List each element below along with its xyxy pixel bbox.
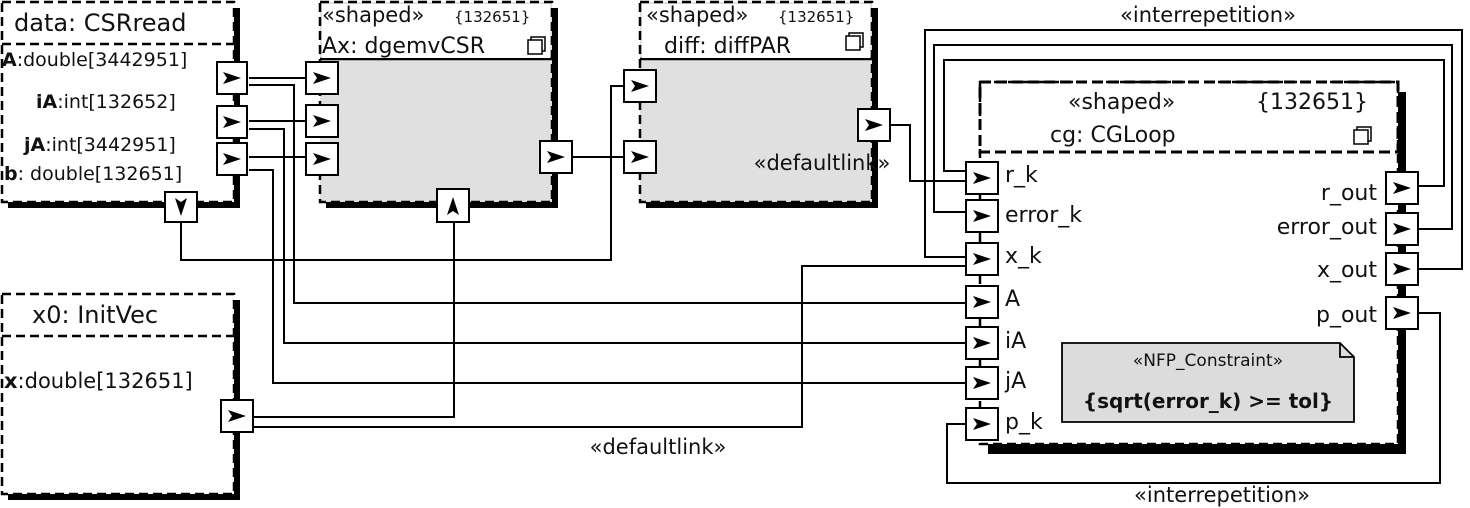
- ax-block[interactable]: «shaped» {132651} Ax: dgemvCSR: [305, 0, 573, 223]
- initvec-param-x: x:double[132651]: [4, 369, 193, 393]
- connector-wires: [180, 29, 1463, 484]
- wire-pout-to-pk: [946, 312, 1441, 484]
- cg-port-errork-label: error_k: [1005, 203, 1082, 228]
- csrread-title: data: CSRread: [14, 9, 187, 37]
- cg-port-pk-label: p_k: [1005, 410, 1043, 435]
- wire-xout-to-xk: [924, 29, 1463, 270]
- cg-port-errork[interactable]: error_k: [965, 199, 1082, 233]
- cg-port-xout-label: x_out: [1317, 258, 1377, 283]
- defaultlink-label-diff: «defaultlink»: [754, 151, 891, 175]
- diff-title: diff: diffPAR: [664, 34, 791, 59]
- diff-shape: {132651}: [778, 8, 854, 26]
- cg-port-xout[interactable]: x_out: [1317, 252, 1419, 286]
- nfp-constraint-stereotype: «NFP_Constraint»: [1133, 351, 1283, 371]
- csrread-param-ia: iA:int[132652]: [36, 91, 176, 113]
- csrread-port-b[interactable]: [164, 191, 198, 223]
- cg-port-ja[interactable]: jA: [965, 366, 1026, 400]
- cg-port-pout-label: p_out: [1316, 303, 1377, 328]
- cg-port-errorout-label: error_out: [1277, 215, 1378, 240]
- cg-port-rk[interactable]: r_k: [965, 161, 1038, 195]
- cg-port-errorout[interactable]: error_out: [1277, 212, 1419, 246]
- wire-rout-to-rk: [943, 59, 1445, 187]
- ax-port-out[interactable]: [539, 140, 573, 174]
- cg-port-a-label: A: [1005, 287, 1020, 312]
- cgloop-stereotype: «shaped»: [1068, 90, 1175, 115]
- cg-port-ia[interactable]: iA: [965, 326, 1026, 360]
- cg-port-xk-label: x_k: [1005, 244, 1042, 269]
- cg-port-ia-label: iA: [1005, 329, 1026, 354]
- csrread-param-ia-type: :int[132652]: [57, 91, 176, 113]
- ax-stereotype: «shaped»: [322, 3, 424, 27]
- diff-stereotype: «shaped»: [646, 3, 748, 27]
- cg-port-pout[interactable]: p_out: [1316, 296, 1419, 330]
- initvec-title: x0: InitVec: [32, 301, 158, 329]
- wire-ia-to-cg: [249, 128, 968, 344]
- multi-instance-icon: [845, 32, 864, 51]
- ax-port-ja[interactable]: [305, 142, 339, 176]
- cgloop-shape: {132651}: [1256, 90, 1368, 115]
- csrread-param-a-name: A: [2, 49, 17, 71]
- diff-port-out[interactable]: [857, 108, 891, 142]
- wire-a-to-cg: [249, 84, 968, 304]
- wire-ja-to-cg: [249, 169, 968, 384]
- initvec-param-x-type: :double[132651]: [18, 369, 193, 393]
- wire-x0-to-cg-xk: [253, 265, 968, 428]
- csrread-param-ja-type: :int[3442951]: [45, 134, 176, 156]
- cg-port-pk[interactable]: p_k: [965, 407, 1043, 441]
- cg-port-a[interactable]: A: [965, 285, 1020, 319]
- csrread-block[interactable]: data: CSRread A:double[3442951] iA:int[1…: [0, 0, 248, 223]
- initvec-param-x-name: x: [4, 369, 18, 393]
- ax-port-ia[interactable]: [305, 104, 339, 138]
- wire-x0-to-ax: [253, 222, 455, 418]
- csrread-port-ja[interactable]: [216, 142, 248, 176]
- csrread-param-ja-name: jA: [23, 134, 46, 156]
- csrread-param-a-type: :double[3442951]: [17, 49, 188, 71]
- csrread-port-a[interactable]: [216, 61, 248, 95]
- csrread-param-b-name: b: [4, 163, 18, 185]
- csrread-param-a: A:double[3442951]: [2, 49, 187, 71]
- initvec-port-x[interactable]: [220, 399, 254, 433]
- diff-block[interactable]: «shaped» {132651} diff: diffPAR: [623, 0, 891, 208]
- nfp-constraint-note: «NFP_Constraint» {sqrt(error_k) >= tol}: [1061, 342, 1355, 423]
- csrread-port-ia[interactable]: [216, 105, 248, 139]
- cg-port-xk[interactable]: x_k: [965, 242, 1042, 276]
- ax-port-x[interactable]: [436, 188, 470, 223]
- ax-port-a[interactable]: [305, 61, 339, 95]
- multi-instance-icon: [1353, 126, 1372, 145]
- csrread-param-b: b: double[132651]: [4, 163, 182, 185]
- initvec-block[interactable]: x0: InitVec x:double[132651]: [0, 292, 254, 500]
- cg-port-rout[interactable]: r_out: [1321, 171, 1419, 206]
- wire-diff-to-cg-rk: [890, 124, 968, 182]
- ax-title: Ax: dgemvCSR: [322, 34, 485, 59]
- cgloop-block[interactable]: «shaped» {132651} cg: CGLoop r_k error_k…: [965, 80, 1419, 454]
- cg-port-rk-label: r_k: [1005, 163, 1038, 188]
- defaultlink-label-bottom: «defaultlink»: [590, 435, 727, 459]
- interrepetition-label-bottom: «interrepetition»: [1134, 483, 1310, 507]
- cg-port-rout-label: r_out: [1321, 181, 1377, 206]
- multi-instance-icon: [527, 36, 546, 55]
- wire-errorout-to-errork: [933, 44, 1453, 230]
- cgloop-title: cg: CGLoop: [1050, 123, 1176, 148]
- diff-port-in-1[interactable]: [623, 69, 657, 103]
- cg-port-ja-label: jA: [1004, 369, 1026, 394]
- csrread-param-ja: jA:int[3442951]: [23, 134, 176, 156]
- wire-b-to-diff: [180, 85, 626, 261]
- nfp-constraint-text: {sqrt(error_k) >= tol}: [1083, 389, 1333, 413]
- diff-port-in-2[interactable]: [623, 140, 657, 174]
- interrepetition-label-top: «interrepetition»: [1120, 3, 1296, 27]
- ax-shape: {132651}: [454, 8, 530, 26]
- csrread-param-ia-name: iA: [36, 91, 58, 113]
- csrread-param-b-type: : double[132651]: [18, 163, 183, 185]
